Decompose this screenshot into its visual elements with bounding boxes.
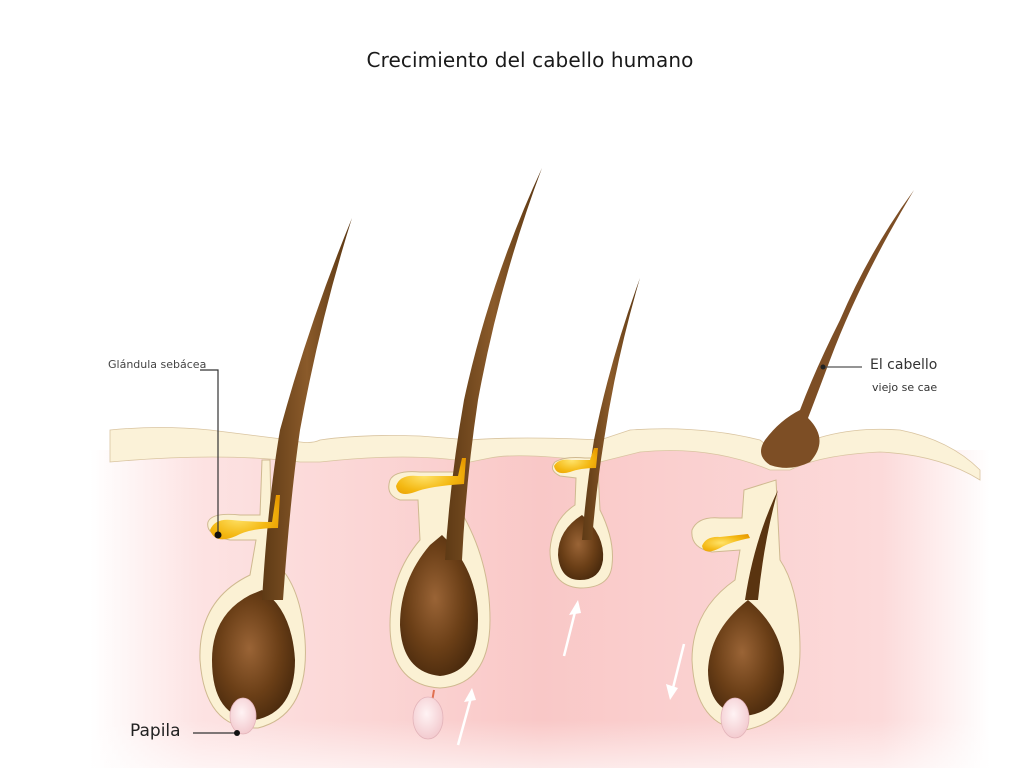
label-old-hair-line2: viejo se cae [872,381,938,394]
papilla-4 [720,697,750,739]
old-hair-club [761,190,914,468]
label-leaders [193,364,862,736]
hair-shaft-1 [262,218,352,600]
papilla-1 [229,697,257,735]
arrow-up-icon [456,688,476,746]
papilla-2 [412,696,444,740]
arrow-down-icon [666,643,686,700]
new-hair-shaft [745,490,778,600]
sebaceous-gland-2 [396,458,466,494]
follicle-4 [666,190,914,739]
label-old-hair-line1: El cabello [870,357,938,373]
label-sebaceous-gland: Glándula sebácea [108,358,207,371]
hair-shaft-2 [445,168,542,560]
follicle-1 [199,218,352,735]
follicle-2 [388,168,542,746]
label-papilla: Papila [130,721,181,741]
sebaceous-gland-1 [210,495,280,540]
follicle-3 [549,278,640,657]
arrow-up-icon [562,600,581,657]
sebaceous-gland-4 [702,534,750,552]
diagram-title: Crecimiento del cabello humano [366,48,694,72]
hair-shaft-3 [582,278,640,540]
sebaceous-gland-3 [554,448,598,474]
